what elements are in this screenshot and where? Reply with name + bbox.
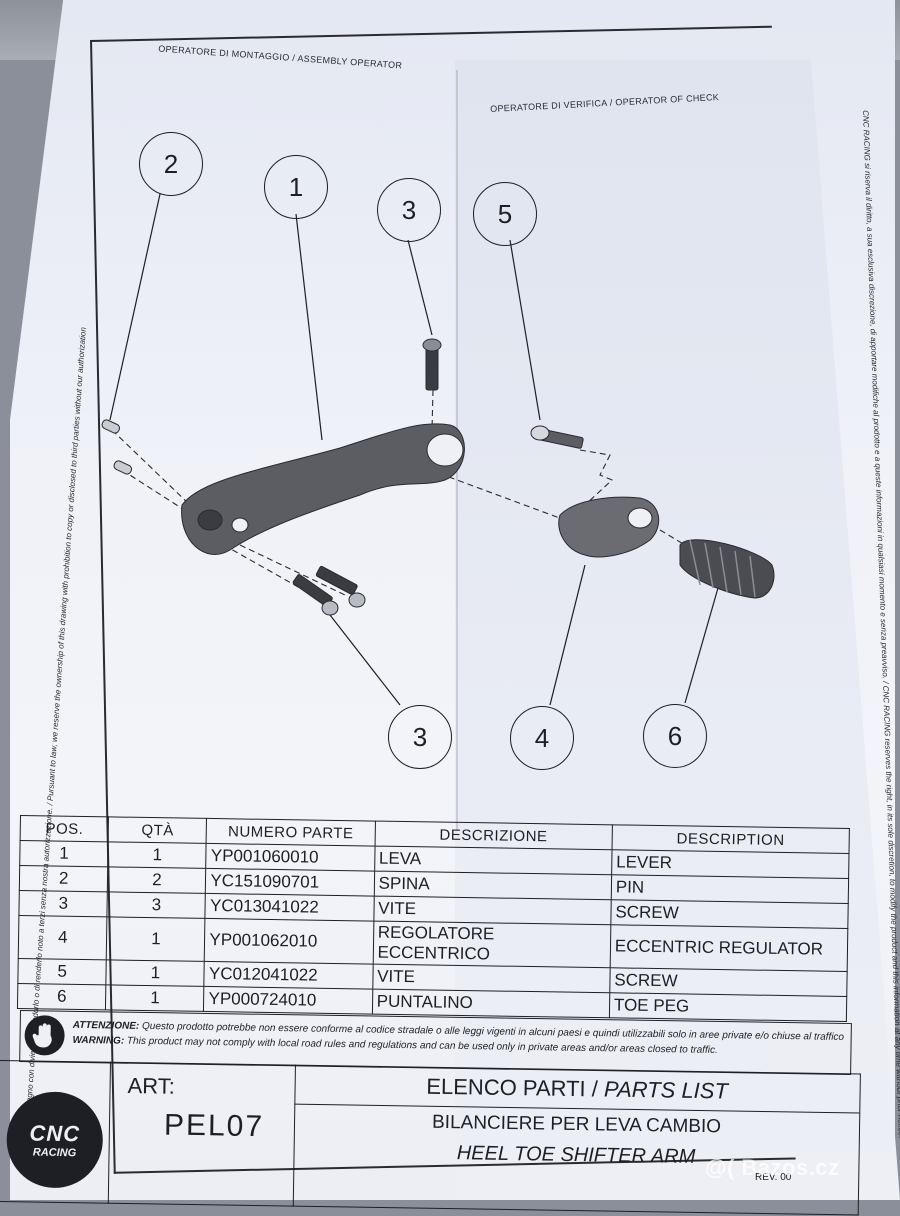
cell-description: LEVER — [611, 849, 849, 879]
callout-4: 4 — [510, 706, 574, 770]
assembly-path-pin-1 — [111, 429, 191, 506]
revision-label: REV. 00 — [755, 1172, 792, 1183]
logo-line-1: CNC — [29, 1120, 81, 1147]
toe-peg-part — [679, 539, 775, 599]
assembly-path-eccentric — [579, 449, 614, 506]
warning-text: ATTENZIONE: Questo prodotto potrebbe non… — [72, 1018, 844, 1060]
pin-parts — [101, 419, 133, 475]
cell-part-number: YC013041022 — [205, 893, 374, 922]
cell-description: SCREW — [609, 967, 848, 997]
warning-box: ATTENZIONE: Questo prodotto potrebbe non… — [19, 1010, 852, 1076]
cell-qty: 1 — [106, 916, 206, 962]
cell-qty: 3 — [107, 891, 206, 919]
assembly-path-toepeg — [659, 529, 686, 546]
header-descrizione: DESCRIZIONE — [374, 821, 613, 850]
leader-line-1 — [295, 213, 323, 441]
callout-3-bottom: 3 — [388, 705, 452, 769]
warning-en-label: WARNING: — [72, 1034, 125, 1047]
leader-line-2 — [109, 193, 161, 421]
leader-line-3-bottom — [329, 614, 401, 706]
parts-list-title: ELENCO PARTI / PARTS LIST — [294, 1065, 860, 1114]
cell-part-number: YC012041022 — [204, 961, 373, 990]
description-cell: ELENCO PARTI / PARTS LIST BILANCIERE PER… — [292, 1064, 861, 1216]
cell-description: TOE PEG — [609, 992, 847, 1022]
header-qty: QTÀ — [108, 816, 207, 844]
title-block: CNC RACING ART: PEL07 ELENCO PARTI / PAR… — [0, 1060, 861, 1216]
screw-parts — [292, 338, 584, 616]
eccentric-regulator-part — [558, 496, 660, 558]
cell-descrizione: VITE — [372, 964, 611, 993]
cell-pos: 3 — [18, 890, 108, 917]
assembly-path-screw-top — [431, 389, 434, 431]
leader-line-5 — [509, 239, 541, 421]
cell-descrizione: REGOLATORE ECCENTRICO — [372, 921, 611, 968]
article-code: PEL07 — [163, 1108, 265, 1144]
exploded-view-drawing — [101, 193, 775, 706]
cell-qty: 1 — [105, 984, 205, 1012]
product-name-it: BILANCIERE PER LEVA CAMBIO — [431, 1111, 722, 1138]
logo-line-2: RACING — [32, 1146, 77, 1160]
cell-pos: 6 — [17, 983, 107, 1010]
parts-list-title-en: PARTS LIST — [603, 1076, 729, 1104]
leader-line-3-top — [407, 239, 433, 336]
leader-line-6 — [684, 587, 719, 704]
parts-table: POS. QTÀ NUMERO PARTE DESCRIZIONE DESCRI… — [17, 815, 850, 1022]
cell-description: ECCENTRIC REGULATOR — [610, 924, 848, 972]
cnc-racing-logo: CNC RACING — [6, 1091, 104, 1189]
cell-pos: 5 — [17, 958, 107, 985]
callout-1: 1 — [264, 155, 328, 219]
cell-description: PIN — [611, 874, 849, 904]
cell-part-number: YC151090701 — [205, 868, 375, 897]
header-description: DESCRIPTION — [611, 824, 850, 854]
article-cell: ART: PEL07 — [107, 1061, 296, 1207]
leader-line-4 — [549, 564, 586, 706]
cell-qty: 1 — [108, 841, 207, 869]
warning-it-label: ATTENZIONE: — [72, 1019, 140, 1032]
cell-qty: 2 — [107, 866, 207, 894]
header-part-number: NUMERO PARTE — [206, 818, 376, 847]
parts-list-title-it: ELENCO PARTI / — [426, 1073, 599, 1102]
cell-part-number: YP001060010 — [206, 843, 375, 872]
header-pos: POS. — [20, 815, 109, 842]
assembly-path-pin-2 — [121, 469, 201, 521]
callout-3-top: 3 — [377, 178, 441, 242]
cell-part-number: YP001062010 — [204, 918, 374, 965]
cell-description: SCREW — [610, 899, 849, 929]
cell-part-number: YP000724010 — [203, 986, 373, 1015]
cell-pos: 2 — [19, 865, 109, 892]
paper-sheet-right-panel — [455, 60, 900, 1200]
cell-pos: 1 — [19, 840, 109, 867]
logo-cell: CNC RACING — [0, 1060, 111, 1204]
watermark: @( Bazos.cz — [705, 1155, 840, 1180]
cell-pos: 4 — [18, 915, 108, 960]
article-label: ART: — [127, 1073, 176, 1099]
callout-5: 5 — [473, 182, 537, 246]
cell-descrizione: VITE — [373, 896, 612, 925]
lever-part — [181, 423, 465, 555]
callout-6: 6 — [643, 704, 707, 768]
cell-descrizione: PUNTALINO — [372, 989, 610, 1018]
cell-descrizione: SPINA — [373, 871, 612, 900]
cell-descrizione: LEVA — [374, 846, 612, 875]
hand-stop-icon — [24, 1015, 65, 1056]
assembly-path-axis — [429, 469, 566, 521]
cell-qty: 1 — [106, 959, 205, 987]
callout-2: 2 — [139, 132, 203, 196]
parts-table-container: POS. QTÀ NUMERO PARTE DESCRIZIONE DESCRI… — [17, 815, 850, 1022]
